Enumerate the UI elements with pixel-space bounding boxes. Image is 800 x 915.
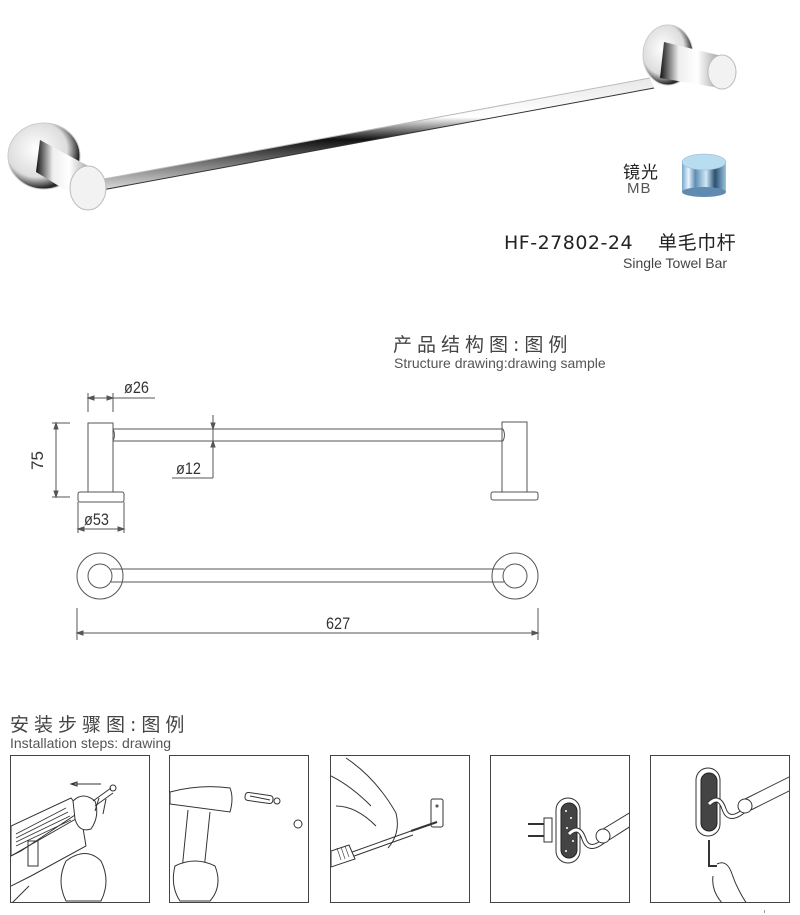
- install-step-2: [169, 755, 309, 903]
- towel-bar-illustration: [7, 24, 737, 211]
- product-name-en: Single Towel Bar: [623, 255, 728, 271]
- structure-title-cn: 产品结构图:图例: [393, 334, 573, 356]
- installation-title-en: Installation steps: drawing: [10, 735, 172, 751]
- install-step-1: [10, 755, 150, 903]
- hammer-anchor-icon: [170, 786, 303, 902]
- drill-icon: [11, 781, 117, 902]
- dim-base-diameter: ø53: [84, 510, 109, 529]
- product-title: HF-27802-24 单毛巾杆: [504, 228, 736, 255]
- product-photo: [0, 0, 800, 230]
- mount-bracket-icon: [528, 797, 629, 864]
- install-step-4: [490, 755, 630, 903]
- installation-title-cn: 安装步骤图:图例: [10, 714, 190, 736]
- screwdriver-icon: [331, 757, 444, 868]
- model-number: HF-27802-24: [504, 232, 634, 254]
- dim-rod-diameter: ø12: [176, 459, 201, 478]
- finish-swatch-icon: [680, 152, 728, 198]
- structure-title-en: Structure drawing:drawing sample: [394, 355, 606, 371]
- finish-code: MB: [627, 180, 652, 197]
- install-step-3: [330, 755, 470, 903]
- dim-height: 75: [28, 451, 47, 470]
- page-mark: [764, 910, 765, 913]
- dim-post-diameter: ø26: [124, 378, 149, 397]
- structure-drawing: [52, 393, 540, 640]
- hex-key-icon: [695, 767, 789, 902]
- dim-overall-length: 627: [326, 614, 351, 633]
- product-name-cn: 单毛巾杆: [658, 232, 737, 254]
- finish-name-cn: 镜光: [623, 163, 659, 183]
- install-step-5: [650, 755, 790, 903]
